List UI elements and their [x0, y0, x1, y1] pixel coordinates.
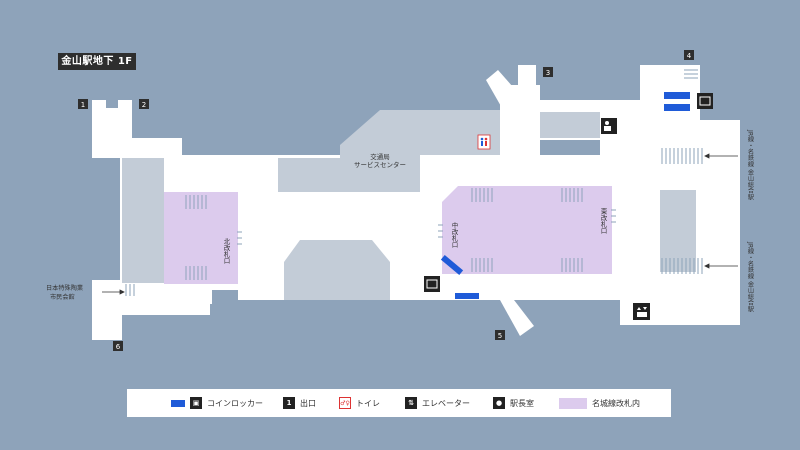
- north-gate-label: 北改札口: [222, 238, 230, 264]
- hall-label-1: 日本特殊陶業: [46, 284, 83, 292]
- toilet-icon: [477, 134, 491, 150]
- locker-swatch: [171, 399, 185, 407]
- exit-3-number: 3: [546, 69, 550, 77]
- paid-area-swatch: [559, 397, 587, 409]
- exit-1-badge: [78, 99, 88, 109]
- bus-center-label-1: 交通局: [370, 152, 390, 161]
- locker-icon: [424, 276, 440, 292]
- legend-elevator: ⇅ エレベーター: [405, 389, 470, 417]
- central-paid-area: [442, 186, 612, 274]
- exit-number-icon: 1: [283, 397, 295, 409]
- elevator-icon: ⇅: [405, 397, 417, 409]
- legend-office-label: 駅長室: [510, 398, 534, 408]
- locker-area-south: [455, 293, 479, 299]
- exit-1-number: 1: [81, 101, 85, 109]
- station-office-icon: [601, 118, 617, 134]
- legend-toilet-label: トイレ: [356, 398, 380, 408]
- jr-upper-label: JR線・名鉄線 金山総合駅: [747, 129, 754, 201]
- station-office-icon: ●: [493, 397, 505, 409]
- bus-center-label-2: サービスセンター: [354, 160, 406, 169]
- exit-2-badge: [139, 99, 149, 109]
- exit-6-badge: [113, 341, 123, 351]
- east-gate-label: 東改札口: [599, 207, 607, 235]
- locker-icon: [697, 93, 713, 109]
- legend-locker: ▣ コインロッカー: [171, 389, 263, 417]
- grey-blocks: [122, 110, 696, 300]
- legend-exit: 1 出口: [283, 389, 316, 417]
- locker-area-exit4: [664, 92, 690, 99]
- exit-5-number: 5: [498, 332, 502, 340]
- north-paid-area: [164, 192, 238, 284]
- hall-label-2: 市民会館: [50, 293, 75, 301]
- legend-office: ● 駅長室: [493, 389, 534, 417]
- gates: [237, 209, 616, 245]
- locker-icon: ▣: [190, 397, 202, 409]
- legend-elevator-label: エレベーター: [422, 398, 470, 408]
- locker-area-center: [440, 254, 464, 276]
- legend-toilet: ♂♀ トイレ: [339, 389, 380, 417]
- exit-6-number: 6: [116, 343, 121, 351]
- legend-paid-area: 名城線改札内: [559, 389, 640, 417]
- jr-arrows: [102, 153, 738, 295]
- legend-exit-label: 出口: [300, 398, 316, 408]
- exit-3-badge: [543, 67, 553, 77]
- jr-lower-label: JR線・名鉄線 金山総合駅: [747, 241, 754, 313]
- legend-panel: ▣ コインロッカー 1 出口 ♂♀ トイレ ⇅ エレベーター ● 駅長室 名城線…: [127, 389, 671, 417]
- toilet-icon: ♂♀: [339, 397, 351, 409]
- exit-badges: 1 2 3 4 5 6: [78, 50, 694, 351]
- map-title: 金山駅地下 1F: [58, 53, 136, 70]
- exit-5-badge: [495, 330, 505, 340]
- exit-4-number: 4: [687, 52, 692, 60]
- legend-locker-label: コインロッカー: [207, 398, 263, 408]
- locker-area-exit4b: [664, 104, 690, 111]
- exit-4-badge: [684, 50, 694, 60]
- legend-paid-area-label: 名城線改札内: [592, 398, 640, 408]
- center-gate-label: 中改札口: [450, 221, 458, 249]
- elevator-icon: [633, 303, 650, 320]
- exit-passages: [92, 65, 536, 340]
- exit-2-number: 2: [142, 101, 146, 109]
